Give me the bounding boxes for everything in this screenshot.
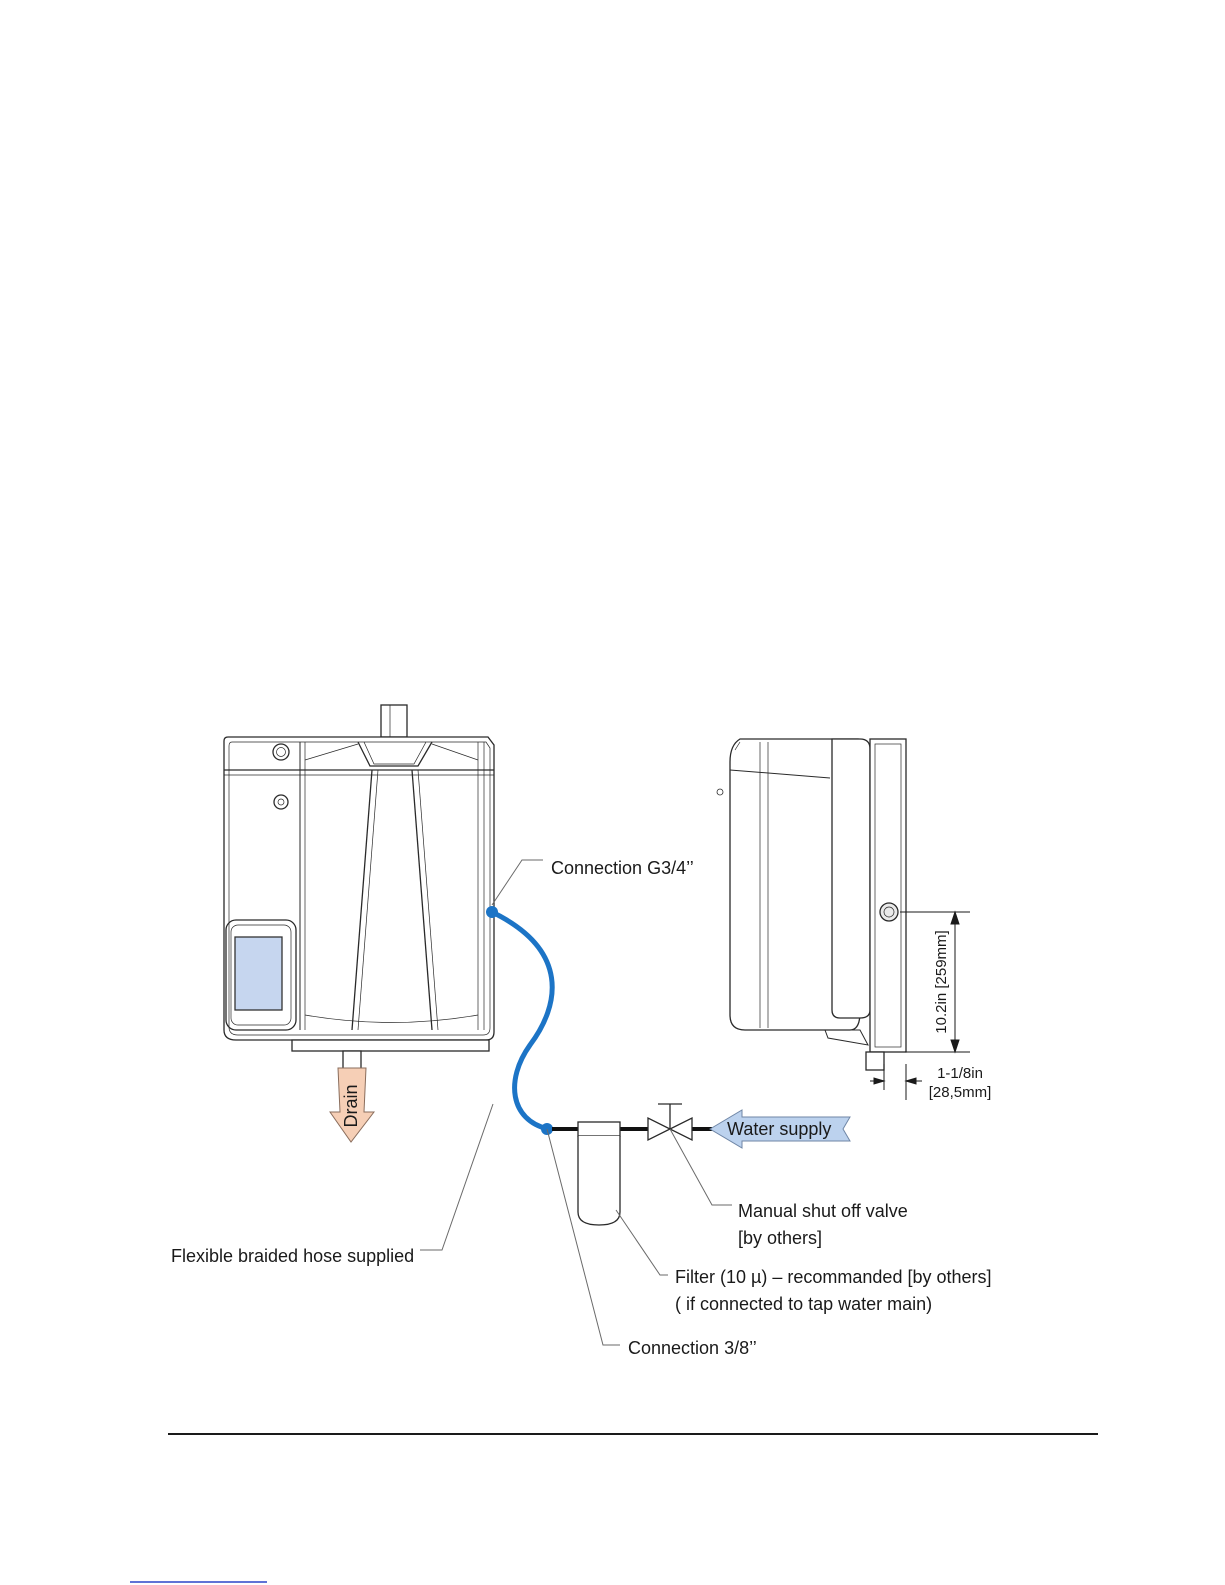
hose-label: Flexible braided hose supplied [171,1246,414,1266]
dimension-height-label: 10.2in [259mm] [933,930,950,1033]
drain-label: Drain [341,1084,361,1127]
filter-icon [578,1122,620,1225]
valve-label-1: Manual shut off valve [738,1201,908,1221]
valve-label-2: [by others] [738,1228,822,1248]
connection-g34-label: Connection G3/4’’ [551,858,694,878]
filter-label-2: ( if connected to tap water main) [675,1294,932,1314]
display-panel [235,937,282,1010]
unit-side-view [717,739,906,1070]
filter-label-1: Filter (10 µ) – recommanded [by others] [675,1267,992,1287]
dimension-depth-label-2: [28,5mm] [929,1084,992,1101]
dimension-depth-label-1: 1-1/8in [937,1065,983,1082]
water-supply-label: Water supply [727,1119,831,1139]
braided-hose [492,912,552,1129]
connection-g34-point [486,906,498,918]
unit-front-view [224,705,494,1069]
connection-38-label: Connection 3/8’’ [628,1338,757,1358]
shut-off-valve-icon [648,1104,692,1140]
